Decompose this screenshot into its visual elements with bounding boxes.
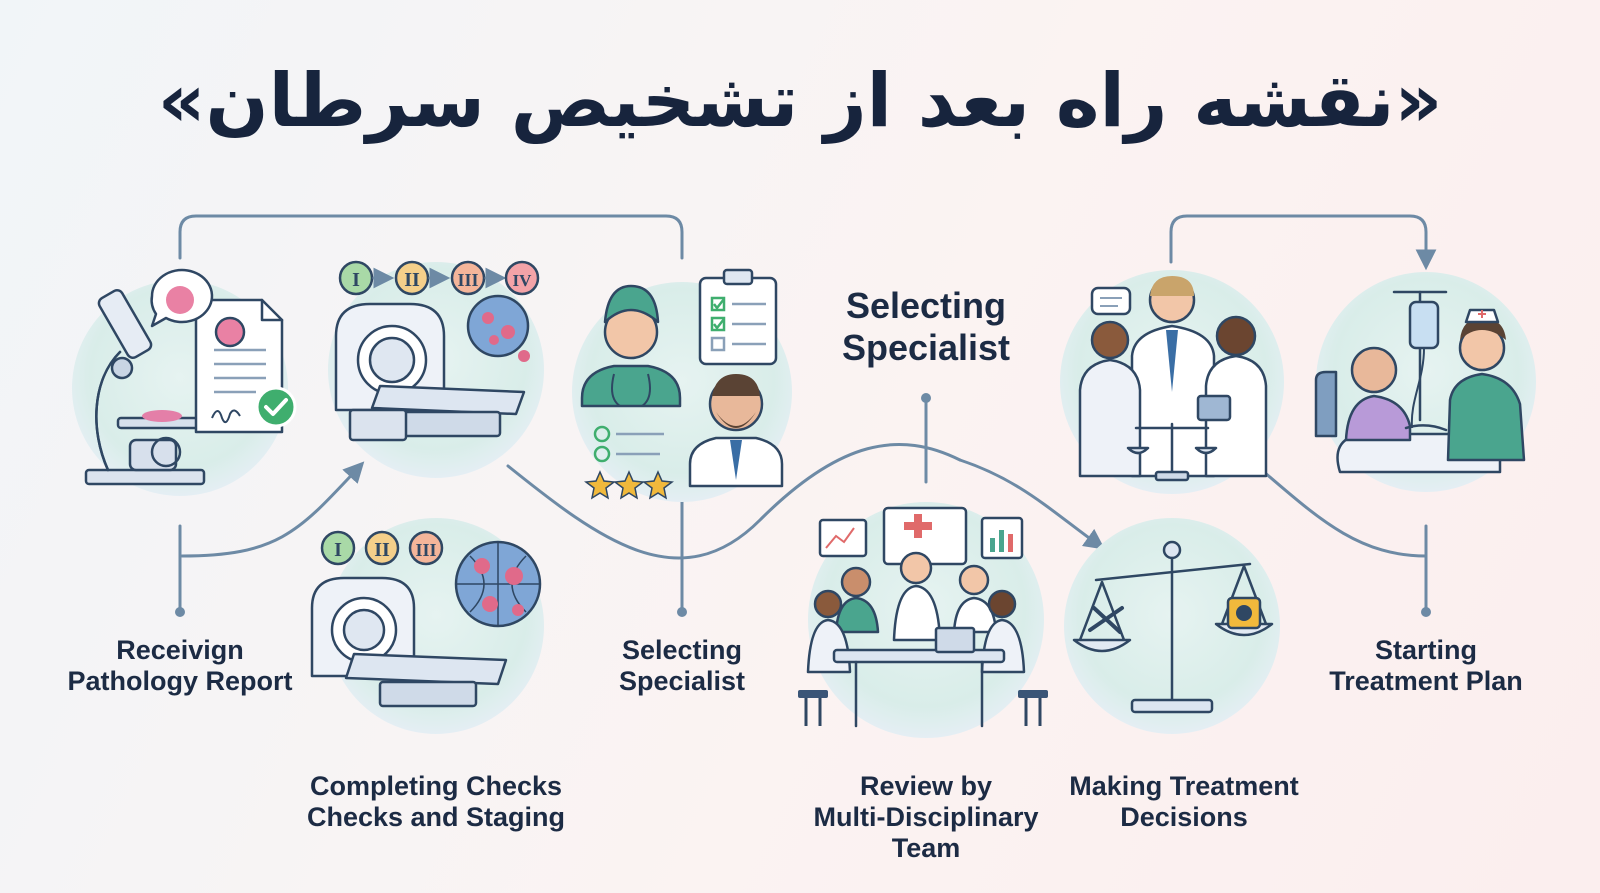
- speech-bubble-cells-icon: [150, 268, 214, 328]
- step-staging-upper-illustration: I II III IV: [328, 260, 544, 478]
- label-select-top-line-2: Specialist: [842, 327, 1010, 368]
- globe-cells-icon: [466, 294, 530, 362]
- label-staging-line-2: Checks and Staging: [307, 802, 565, 832]
- stars-icon: [584, 425, 674, 500]
- top-bracket-right: [1169, 214, 1437, 271]
- step-start-illustration: [1314, 272, 1536, 492]
- dot-select: [677, 607, 687, 617]
- label-start-line-1: Starting: [1375, 635, 1477, 665]
- page-title: «نقشه راه بعد از تشخیص سرطان»: [157, 58, 1443, 144]
- label-decide-line-2: Decisions: [1120, 802, 1248, 832]
- nurse-icon: [580, 284, 682, 408]
- connectors: [175, 214, 1437, 617]
- label-mdt-line-1: Review by: [860, 771, 992, 801]
- scales-icon: [1072, 540, 1274, 714]
- microscope-icon: [84, 289, 212, 486]
- step-decide-team-illustration: [1060, 270, 1284, 494]
- badge-top-0: I: [352, 269, 360, 291]
- top-bracket-left: [178, 214, 684, 260]
- label-receive-line-1: Receivign: [116, 635, 244, 665]
- stage-badges-top: I II III IV: [338, 260, 540, 296]
- label-select-line-2: Specialist: [619, 666, 745, 696]
- label-select-line-1: Selecting: [622, 635, 742, 665]
- badge-top-3: IV: [513, 271, 533, 290]
- dot-receive: [175, 607, 185, 617]
- badge-top-1: II: [404, 269, 420, 291]
- label-start-line-2: Treatment Plan: [1329, 666, 1523, 696]
- doctors-team-icon: [1078, 276, 1268, 482]
- badge-bottom-1: II: [374, 539, 390, 561]
- step-mdt-illustration: [798, 502, 1048, 738]
- step-decide-scales-illustration: [1064, 518, 1280, 734]
- flow-arrow-3: [1262, 470, 1428, 558]
- label-staging-line-1: Completing Checks: [310, 771, 562, 801]
- step-select-illustration: [572, 268, 792, 502]
- dot-start: [1421, 607, 1431, 617]
- label-mdt-line-2: Multi-Disciplinary: [813, 802, 1038, 832]
- step-staging-lower-illustration: I II III: [310, 518, 544, 734]
- checklist-icon: [698, 268, 778, 366]
- badge-top-2: III: [457, 270, 478, 290]
- dot-select-top: [921, 393, 931, 403]
- step-receive-illustration: [72, 268, 297, 496]
- badge-bottom-2: III: [415, 540, 436, 560]
- mri-scanner-icon: [310, 576, 508, 708]
- doctor-icon: [688, 374, 784, 488]
- stage-badges-bottom: I II III: [320, 530, 444, 566]
- globe-cells-icon: [454, 540, 542, 628]
- nurse-icon: [1446, 308, 1526, 462]
- label-mdt-line-3: Team: [892, 833, 961, 863]
- badge-bottom-0: I: [334, 539, 342, 561]
- label-select-top-line-1: Selecting: [846, 285, 1006, 326]
- flow-arrow-1: [180, 461, 365, 558]
- label-decide-line-1: Making Treatment: [1069, 771, 1299, 801]
- scales-icon: [1126, 422, 1218, 482]
- pathology-report-icon: [194, 298, 297, 434]
- label-receive-line-2: Pathology Report: [67, 666, 292, 696]
- team-meeting-icon: [798, 506, 1048, 728]
- iv-drip-icon: [1392, 290, 1448, 429]
- mri-scanner-icon: [334, 302, 526, 442]
- flow-arrow-2: [958, 458, 1106, 550]
- flow-wave: [506, 443, 962, 560]
